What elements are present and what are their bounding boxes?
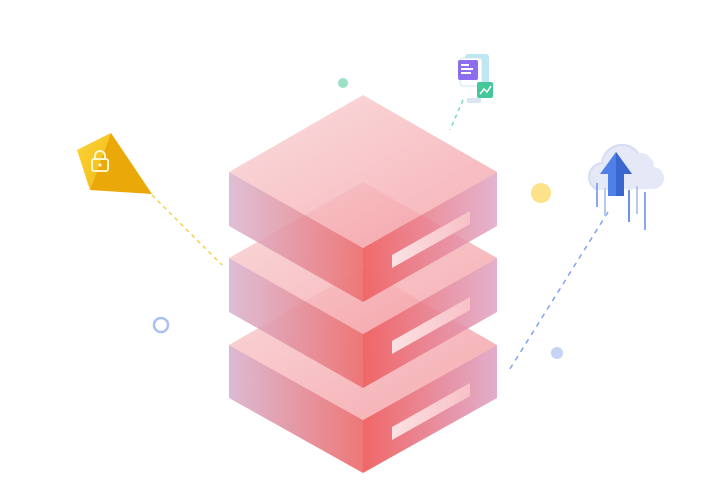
cloud-connector [507, 211, 609, 373]
cloud-upload-icon [588, 143, 665, 230]
lock-connector [151, 194, 223, 266]
lock-pyramid [77, 133, 152, 194]
server-layer-top [229, 95, 497, 302]
document-chart-icon [458, 54, 493, 103]
blue-ring [152, 316, 170, 334]
blue-dot [551, 347, 563, 359]
yellow-dot [531, 183, 551, 203]
green-dot [338, 78, 348, 88]
lock-icon [91, 150, 109, 172]
document-connector [449, 99, 464, 131]
